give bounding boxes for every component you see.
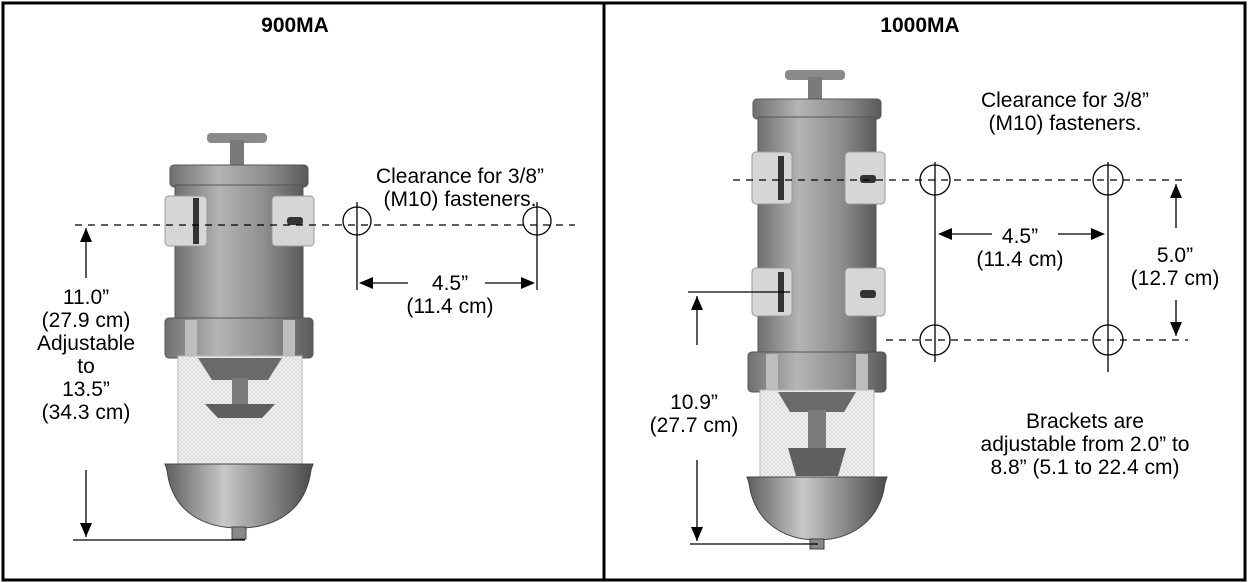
vspacing-inches: 5.0” <box>1156 244 1194 267</box>
height-to: to <box>77 355 95 378</box>
horizontal-spacing-1000ma: 4.5” (11.4 cm) <box>950 225 1090 271</box>
bracket-line-2: adjustable from 2.0” to <box>980 433 1190 456</box>
filter-900ma-illustration <box>164 133 315 540</box>
height-min-cm: (27.9 cm) <box>41 309 131 332</box>
clearance-note-1000ma: Clearance for 3/8” (M10) fasteners. <box>940 89 1190 135</box>
height-cm: (27.7 cm) <box>649 414 739 437</box>
clearance-line-1: Clearance for 3/8” <box>980 89 1150 112</box>
arrowheads-1000ma <box>691 184 1182 541</box>
model-title-1000ma: 1000MA <box>880 14 960 37</box>
clearance-note-900ma: Clearance for 3/8” (M10) fasteners. <box>330 165 590 211</box>
bracket-note-1000ma: Brackets are adjustable from 2.0” to 8.8… <box>955 410 1215 479</box>
spacing-inches: 4.5” <box>1001 225 1039 248</box>
spacing-cm: (11.4 cm) <box>976 248 1064 271</box>
clearance-line-2: (M10) fasteners. <box>988 112 1142 135</box>
bracket-line-1: Brackets are <box>1026 410 1144 433</box>
vspacing-cm: (12.7 cm) <box>1130 267 1220 290</box>
spacing-inches: 4.5” <box>431 272 469 295</box>
clearance-line-1: Clearance for 3/8” <box>375 165 545 188</box>
height-adjustable: Adjustable <box>36 332 136 355</box>
filter-1000ma-illustration <box>746 70 888 550</box>
panel-frame-1000ma <box>602 1 1247 582</box>
height-min-inches: 11.0” <box>62 286 110 309</box>
spacing-cm: (11.4 cm) <box>406 295 494 318</box>
arrowheads-900ma <box>80 228 535 537</box>
clearance-line-2: (M10) fasteners. <box>383 188 537 211</box>
height-1000ma: 10.9” (27.7 cm) <box>634 391 754 437</box>
height-inches: 10.9” <box>670 391 718 414</box>
model-title-900ma: 900MA <box>261 14 329 37</box>
vertical-spacing-1000ma: 5.0” (12.7 cm) <box>1120 244 1230 290</box>
height-range-900ma: 11.0” (27.9 cm) Adjustable to 13.5” (34.… <box>22 286 150 424</box>
height-max-inches: 13.5” <box>62 378 110 401</box>
bracket-line-3: 8.8” (5.1 to 22.4 cm) <box>990 456 1180 479</box>
height-max-cm: (34.3 cm) <box>41 401 131 424</box>
horizontal-spacing-900ma: 4.5” (11.4 cm) <box>375 272 525 318</box>
